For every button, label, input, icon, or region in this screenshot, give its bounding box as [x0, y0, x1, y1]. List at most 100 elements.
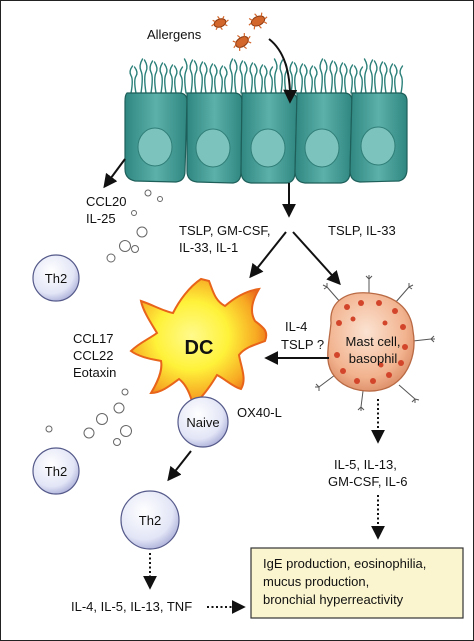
- cilium: [303, 64, 308, 94]
- th2-cell-effector: Th2: [120, 490, 180, 550]
- cilium: [173, 65, 178, 94]
- chemokine-bubbles-upper: [106, 189, 163, 263]
- cilium: [273, 58, 278, 94]
- cilium: [293, 62, 298, 94]
- cell-nucleus: [360, 126, 396, 166]
- ox40l-label: OX40-L: [237, 405, 282, 420]
- cilium: [189, 59, 194, 94]
- cilium: [383, 62, 388, 94]
- th2-cell-upper: Th2: [32, 254, 80, 302]
- cilium: [399, 65, 404, 94]
- cilium: [193, 60, 198, 94]
- th2-label: Th2: [45, 271, 67, 286]
- arrow-to-mast-cell: [292, 231, 341, 286]
- th2-label: Th2: [139, 513, 161, 528]
- cell-nucleus: [250, 128, 286, 168]
- allergen-icon: [232, 33, 252, 51]
- cilium: [183, 58, 188, 94]
- cilium: [223, 66, 228, 94]
- naive-label: Naive: [186, 415, 219, 430]
- cilium: [389, 63, 394, 94]
- arrow-to-ccl20: [103, 158, 126, 189]
- cilium: [139, 58, 144, 94]
- gmcsf-il6-label: GM-CSF, IL-6: [328, 474, 407, 489]
- cilium: [129, 65, 134, 94]
- mast-cell-receptors: [315, 275, 435, 411]
- cilium: [229, 58, 234, 94]
- cilium: [299, 63, 304, 94]
- th2-cell-lower-left: Th2: [32, 447, 80, 495]
- arrow-naive-to-th2: [167, 450, 192, 482]
- cilium: [333, 61, 338, 94]
- tslp-il33-label: TSLP, IL-33: [328, 223, 396, 238]
- ccl20-label: CCL20: [86, 194, 126, 209]
- epithelium-cilia: [129, 58, 404, 94]
- outcome-line-3: bronchial hyperreactivity: [263, 592, 404, 607]
- cilium: [369, 59, 374, 94]
- tslp-question-label: TSLP ?: [281, 337, 324, 352]
- cilium: [213, 64, 218, 94]
- cilium: [373, 60, 378, 94]
- airway-epithelium: [124, 92, 408, 184]
- ccl17-label: CCL17: [73, 331, 113, 346]
- cilium: [219, 65, 224, 94]
- cilium: [323, 59, 328, 94]
- outcome-line-1: IgE production, eosinophilia,: [263, 556, 426, 571]
- allergen-entry-arrow: [268, 38, 298, 104]
- mast-cell-label: Mast cell,: [346, 334, 401, 349]
- cilium: [239, 60, 244, 94]
- naive-t-cell: Naive: [177, 396, 229, 448]
- cilium: [253, 63, 258, 94]
- tslp-gmcsf-label: TSLP, GM-CSF,: [179, 223, 271, 238]
- cilium: [339, 62, 344, 94]
- cilium: [233, 59, 238, 94]
- outcome-line-2: mucus production,: [263, 574, 369, 589]
- il33-il1-label: IL-33, IL-1: [179, 240, 238, 255]
- cilium: [143, 59, 148, 94]
- th2-label: Th2: [45, 464, 67, 479]
- basophil-label: basophil: [349, 351, 398, 366]
- cilium: [259, 64, 264, 94]
- ccl22-label: CCL22: [73, 348, 113, 363]
- mast-cell-granules: [334, 300, 408, 384]
- cell-nucleus: [195, 128, 231, 168]
- th2-cytokines-label: IL-4, IL-5, IL-13, TNF: [71, 599, 192, 614]
- cilium: [179, 66, 184, 94]
- cilium: [249, 62, 254, 94]
- cilium: [209, 63, 214, 94]
- mast-cell-basophil: Mast cell, basophil: [315, 275, 435, 411]
- cilium: [319, 58, 324, 94]
- cilium: [329, 60, 334, 94]
- cilium: [153, 61, 158, 94]
- cilium: [243, 61, 248, 94]
- allergen-particles: [211, 12, 268, 51]
- il4-label: IL-4: [285, 319, 307, 334]
- cilium: [269, 66, 274, 94]
- il25-label: IL-25: [86, 211, 116, 226]
- allergens-label: Allergens: [147, 27, 202, 42]
- cell-nucleus: [137, 127, 173, 167]
- cilium: [203, 62, 208, 94]
- cilium: [363, 58, 368, 94]
- cilium: [279, 59, 284, 94]
- dendritic-cell: DC: [129, 277, 268, 407]
- arrow-to-dc: [249, 231, 287, 279]
- cilium: [169, 64, 174, 94]
- cilium: [359, 66, 364, 94]
- cilium: [263, 65, 268, 94]
- cilium: [133, 66, 138, 94]
- cilium: [393, 64, 398, 94]
- allergen-icon: [248, 12, 268, 30]
- cilium: [349, 64, 354, 94]
- il5-il13-label: IL-5, IL-13,: [334, 457, 397, 472]
- cilium: [159, 62, 164, 94]
- cell-nucleus: [304, 128, 340, 168]
- cilium: [289, 61, 294, 94]
- cilium: [343, 63, 348, 94]
- cilium: [149, 60, 154, 94]
- cilium: [163, 63, 168, 94]
- cilium: [379, 61, 384, 94]
- dc-label: DC: [185, 337, 214, 359]
